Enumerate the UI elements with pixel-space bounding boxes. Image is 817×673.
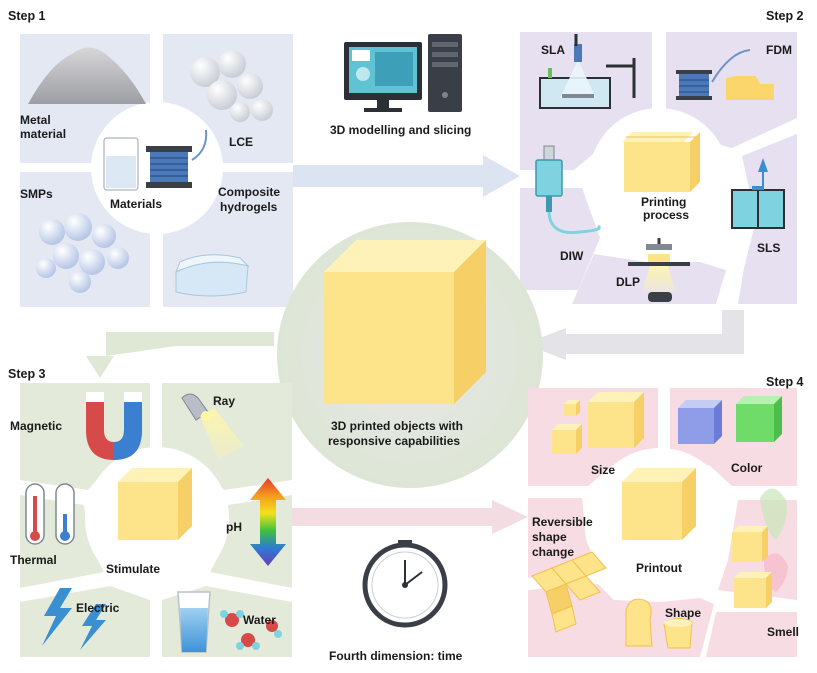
lce-label: LCE (229, 135, 253, 149)
sls-printer-icon (731, 158, 785, 229)
step1-panel: Step 1 Metal material LCE SMPs Materials… (8, 9, 293, 307)
modelling-label: 3D modelling and slicing (330, 123, 471, 137)
magnetic-label: Magnetic (10, 419, 62, 433)
ph-rainbow-arrow-icon (250, 478, 286, 566)
smell-cubes-icon (732, 488, 788, 608)
color-cubes-icon (678, 396, 782, 444)
printed-cube-icon (324, 240, 486, 404)
step2-panel: Step 2 SLA FDM Printing process DIW SLS … (520, 9, 804, 304)
water-glass-icon (177, 591, 211, 653)
sls-label: SLS (757, 241, 780, 255)
time-label: Fourth dimension: time (329, 649, 463, 663)
reversible-label-2: shape (532, 530, 567, 544)
printing-process-label: Printing (641, 195, 686, 209)
sla-label: SLA (541, 43, 565, 57)
fdm-label: FDM (766, 43, 792, 57)
ray-label: Ray (213, 394, 235, 408)
stimulate-label: Stimulate (106, 562, 160, 576)
metal-material-label: Metal (20, 113, 51, 127)
diw-label: DIW (560, 249, 584, 263)
water-molecule-icon (220, 610, 282, 650)
stopwatch-icon (362, 540, 448, 628)
composite-hydrogels-label-2: hydrogels (220, 200, 278, 214)
step2-title: Step 2 (766, 9, 804, 23)
lightning-icon (42, 588, 106, 650)
ph-label: pH (226, 520, 242, 534)
computer-icon (344, 34, 462, 112)
step1-title: Step 1 (8, 9, 46, 23)
thermometer-cold-icon (55, 483, 75, 545)
sla-printer-icon (539, 34, 636, 109)
size-label: Size (591, 463, 615, 477)
arrow-center-to-step3 (86, 332, 274, 378)
fdm-printer-icon (676, 49, 774, 100)
composite-hydrogels-label: Composite (218, 185, 280, 199)
shape-label: Shape (665, 606, 701, 620)
dlp-printer-icon (628, 238, 690, 302)
arrow-step3-to-step4 (292, 500, 528, 534)
materials-label: Materials (110, 197, 162, 211)
color-label: Color (731, 461, 763, 475)
reversible-label-3: change (532, 545, 574, 559)
reversible-net-icon (531, 551, 607, 633)
magnet-icon (86, 392, 142, 460)
printout-label: Printout (636, 561, 682, 575)
size-cubes-icon (552, 392, 644, 454)
step4-panel: Step 4 Size Color Reversible shape chang… (528, 375, 804, 657)
reversible-label: Reversible (532, 515, 593, 529)
step3-panel: Step 3 Magnetic Ray Thermal pH Stimulate… (8, 367, 292, 657)
printing-process-label-2: process (643, 208, 689, 222)
filament-spool-icon (146, 129, 208, 188)
lce-balls-icon (190, 50, 273, 122)
beaker-icon (103, 137, 139, 191)
smp-balls-icon (36, 213, 129, 293)
shape-blobs-icon (625, 598, 693, 649)
water-label: Water (243, 613, 276, 627)
stimulate-cube-icon (118, 468, 192, 540)
printing-object-icon (622, 132, 700, 192)
center-panel: 3D printed objects with responsive capab… (277, 222, 543, 488)
electric-label: Electric (76, 601, 120, 615)
thermal-label: Thermal (10, 553, 57, 567)
arrow-step2-to-center (524, 310, 744, 360)
smell-label: Smell (767, 625, 799, 639)
diw-syringe-icon (535, 145, 601, 235)
arrow-step1-to-step2 (293, 155, 520, 197)
thermometer-hot-icon (25, 483, 45, 545)
dlp-label: DLP (616, 275, 640, 289)
metal-material-label-2: material (20, 127, 66, 141)
metal-powder-icon (28, 47, 146, 104)
step4-title: Step 4 (766, 375, 804, 389)
printout-cube-icon (622, 468, 696, 540)
step3-title: Step 3 (8, 367, 46, 381)
smps-label: SMPs (20, 187, 53, 201)
center-label: 3D printed objects with (331, 419, 463, 433)
lamp-ray-icon (181, 393, 244, 460)
hydrogel-icon (175, 254, 250, 297)
center-label-2: responsive capabilities (328, 434, 460, 448)
